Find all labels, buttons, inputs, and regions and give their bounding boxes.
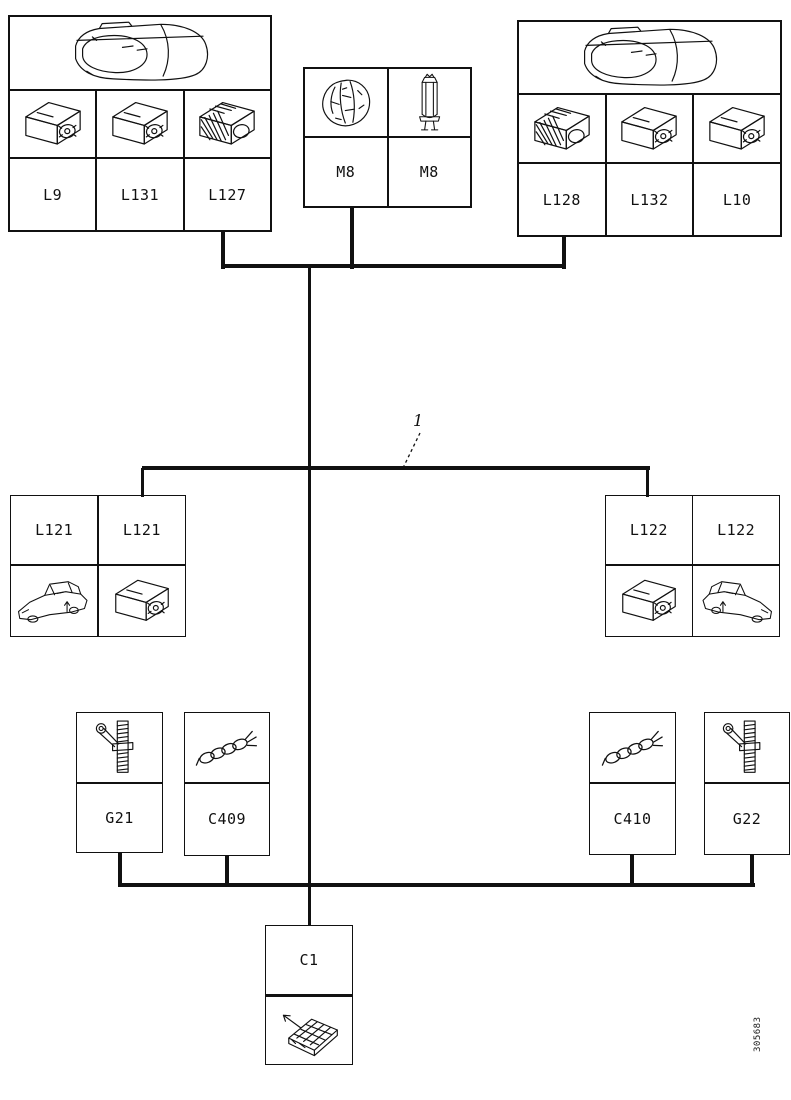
l10-label: L10 bbox=[694, 164, 780, 235]
car-left-icon bbox=[12, 573, 96, 629]
m8-round-drawing-cell bbox=[305, 69, 387, 136]
motor-box: M8 M8 bbox=[303, 67, 472, 208]
ground-right-box: G22 bbox=[704, 712, 790, 855]
l121-car-drawing-cell bbox=[11, 565, 98, 636]
g22-drawing-cell bbox=[705, 713, 789, 782]
wire-stub-m8 bbox=[350, 208, 354, 269]
wire-bus-mid bbox=[142, 466, 650, 470]
headlamp-right-assembly-box: L128 L132 L10 bbox=[517, 20, 782, 237]
annotation-number: 1 bbox=[413, 411, 424, 430]
headlamp-left-assembly-box: L9 L131 L127 bbox=[8, 15, 272, 232]
l121-label-right: L121 bbox=[98, 496, 185, 564]
connector-box: C1 bbox=[265, 925, 353, 1065]
cable-icon bbox=[190, 724, 264, 772]
car-right-icon bbox=[694, 573, 778, 629]
wire-bus-bottom bbox=[118, 883, 755, 887]
c410-drawing-cell bbox=[590, 713, 675, 782]
l128-label: L128 bbox=[519, 164, 605, 235]
l127-label: L127 bbox=[184, 159, 270, 230]
headlamp-icon bbox=[37, 18, 243, 88]
g22-label: G22 bbox=[705, 783, 789, 854]
lamp-unit-hatched-icon bbox=[190, 94, 264, 154]
g21-label: G21 bbox=[77, 783, 162, 852]
wire-stub-c410 bbox=[630, 855, 634, 885]
wire-stub-l122 bbox=[646, 468, 649, 497]
lamp-unit-icon bbox=[16, 94, 90, 154]
headlamp-icon bbox=[546, 23, 752, 93]
connector-icon bbox=[269, 999, 349, 1061]
side-marker-right-box: L122 L122 bbox=[605, 495, 780, 637]
cable-right-box: C410 bbox=[589, 712, 676, 855]
wire-stub-g22 bbox=[750, 855, 754, 885]
l128-drawing-cell bbox=[519, 95, 605, 162]
cable-icon bbox=[596, 724, 670, 772]
lamp-unit-icon bbox=[612, 99, 686, 159]
ground-stud-icon bbox=[93, 717, 147, 779]
l131-drawing-cell bbox=[97, 91, 183, 157]
lamp-unit-icon bbox=[107, 572, 177, 630]
cable-left-box: C409 bbox=[184, 712, 270, 856]
wire-bus-top bbox=[221, 264, 566, 268]
wire-stub-l128 bbox=[562, 236, 566, 269]
l122-lamp-drawing-cell bbox=[606, 565, 692, 636]
l121-lamp-drawing-cell bbox=[98, 565, 185, 636]
ground-left-box: G21 bbox=[76, 712, 163, 853]
m8-cylinder-drawing-cell bbox=[388, 69, 470, 136]
lamp-unit-icon bbox=[103, 94, 177, 154]
c1-drawing-cell bbox=[266, 996, 352, 1064]
wire-stub-l121 bbox=[141, 468, 144, 497]
drawing-number-watermark: 305683 bbox=[753, 1016, 763, 1052]
l122-car-drawing-cell bbox=[693, 565, 779, 636]
c410-label: C410 bbox=[590, 783, 675, 854]
m8-label-right: M8 bbox=[388, 138, 470, 206]
motor-cylinder-icon bbox=[409, 73, 449, 133]
lamp-unit-icon bbox=[614, 572, 684, 630]
lamp-unit-hatched-icon bbox=[525, 99, 599, 159]
wire-stub-g21 bbox=[118, 853, 122, 885]
l132-drawing-cell bbox=[606, 95, 693, 162]
l9-label: L9 bbox=[10, 159, 96, 230]
motor-round-icon bbox=[315, 74, 377, 132]
wire-trunk bbox=[308, 266, 311, 925]
headlamp-right-drawing-cell bbox=[519, 22, 780, 93]
m8-label-left: M8 bbox=[305, 138, 387, 206]
ground-stud-icon bbox=[720, 717, 774, 779]
l122-label-left: L122 bbox=[606, 496, 692, 564]
l10-drawing-cell bbox=[694, 95, 780, 162]
g21-drawing-cell bbox=[77, 713, 162, 782]
l122-label-right: L122 bbox=[693, 496, 779, 564]
headlamp-left-drawing-cell bbox=[10, 17, 270, 89]
c1-label: C1 bbox=[266, 926, 352, 994]
wire-stub-l127 bbox=[221, 232, 225, 269]
lamp-unit-icon bbox=[700, 99, 774, 159]
c409-drawing-cell bbox=[185, 713, 269, 782]
l9-drawing-cell bbox=[10, 91, 96, 157]
annotation-leader-line bbox=[402, 432, 421, 469]
side-marker-left-box: L121 L121 bbox=[10, 495, 186, 637]
c409-label: C409 bbox=[185, 783, 269, 855]
wire-stub-c409 bbox=[225, 856, 229, 885]
l127-drawing-cell bbox=[184, 91, 270, 157]
l121-label-left: L121 bbox=[11, 496, 98, 564]
l131-label: L131 bbox=[97, 159, 183, 230]
l132-label: L132 bbox=[606, 164, 693, 235]
